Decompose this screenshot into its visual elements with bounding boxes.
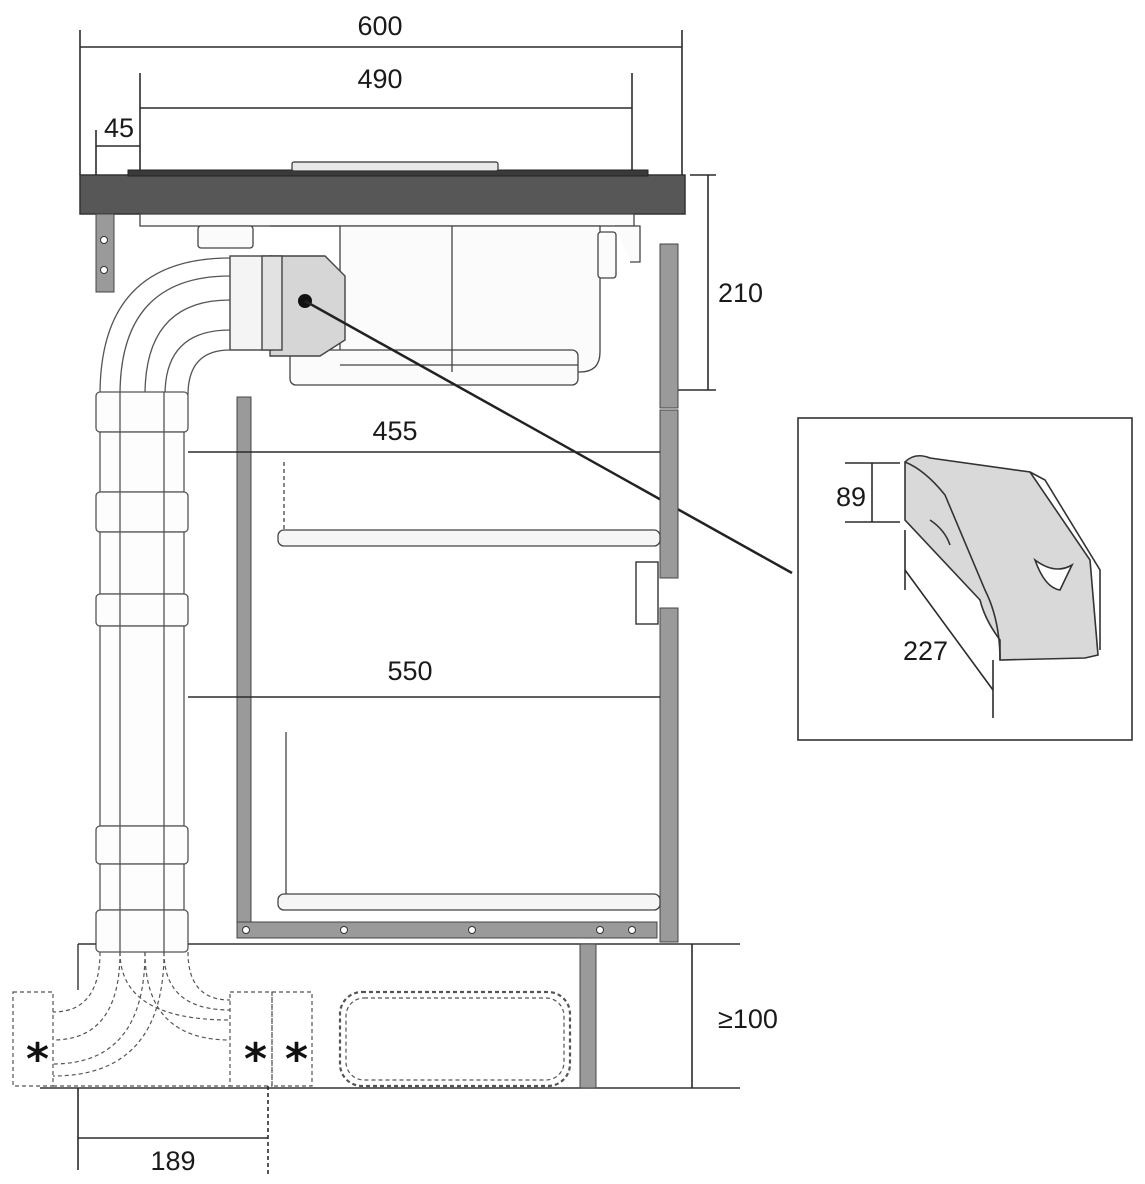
plinth-panel bbox=[579, 943, 597, 1089]
label-189: 189 bbox=[150, 1146, 195, 1176]
label-550: 550 bbox=[387, 656, 432, 686]
callout-line bbox=[304, 299, 793, 575]
label-600: 600 bbox=[357, 11, 402, 41]
hob-body bbox=[139, 213, 641, 386]
marker-star-1: * bbox=[26, 1034, 49, 1085]
label-210: 210 bbox=[718, 278, 763, 308]
dimension-600 bbox=[79, 30, 683, 175]
marker-star-2: * bbox=[244, 1034, 267, 1085]
plinth-ducts bbox=[12, 951, 572, 1088]
detail-dimension-89 bbox=[845, 462, 900, 523]
dimension-45 bbox=[95, 130, 140, 180]
duct-vertical bbox=[95, 391, 189, 953]
worktop bbox=[79, 174, 686, 215]
front-panel-bottom bbox=[659, 607, 679, 943]
duct-bend bbox=[99, 257, 231, 396]
dimension-189 bbox=[77, 1086, 269, 1175]
drawer-lower bbox=[277, 732, 661, 911]
front-panel-top bbox=[659, 243, 679, 409]
plinth-outline bbox=[40, 943, 740, 1089]
label-45: 45 bbox=[104, 113, 134, 143]
dimension-490 bbox=[139, 73, 633, 172]
extractor-grille bbox=[291, 161, 499, 172]
drawer-handle bbox=[635, 561, 659, 625]
front-panel-middle bbox=[659, 409, 679, 579]
label-min-100: ≥100 bbox=[718, 1004, 778, 1034]
wall-bracket bbox=[95, 213, 115, 293]
label-227: 227 bbox=[903, 636, 948, 666]
label-89: 89 bbox=[836, 482, 866, 512]
marker-star-3: * bbox=[285, 1034, 308, 1085]
drawer-upper bbox=[277, 462, 661, 547]
detail-dimension-227 bbox=[904, 530, 994, 718]
cabinet-base bbox=[236, 921, 658, 939]
fan-connector bbox=[229, 255, 346, 357]
cabinet-side-left bbox=[236, 396, 252, 923]
filter-element bbox=[904, 454, 1101, 661]
label-490: 490 bbox=[357, 64, 402, 94]
label-455: 455 bbox=[372, 416, 417, 446]
